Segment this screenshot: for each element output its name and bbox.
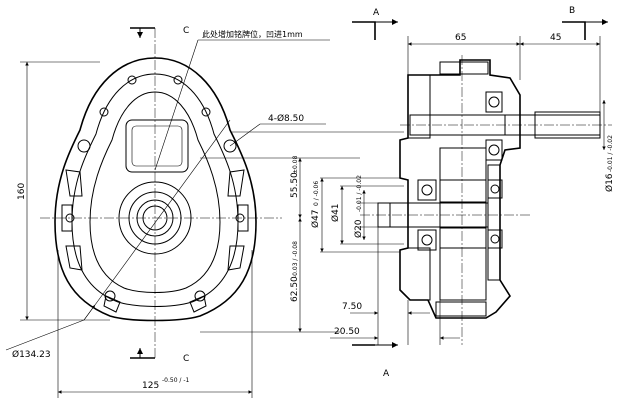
bearing: [485, 91, 503, 113]
bearing: [485, 139, 503, 161]
bore-47-tolerance: 0 / -0.06: [313, 181, 320, 206]
section-label-b: B: [569, 6, 575, 16]
shaft-16-tolerance: -0.01 / -0.02: [607, 135, 614, 172]
section-label-c-top: C: [183, 26, 189, 36]
bore-20: Ø20: [353, 219, 364, 238]
lower-tolerance: -0.03 / -0.08: [292, 241, 299, 278]
width-dimension: 125: [142, 381, 159, 391]
bolt-hole: [223, 139, 237, 153]
hole-dimension: 4-Ø8.50: [268, 113, 304, 124]
section-label-a-top: A: [373, 8, 380, 18]
bore-47: Ø47: [310, 209, 321, 228]
bolt-hole: [104, 290, 116, 302]
width-tolerance: -0.50 / -1: [162, 377, 190, 384]
shaft-16: Ø16: [604, 173, 615, 192]
bearing: [487, 179, 503, 199]
housing-section: [399, 59, 521, 319]
bearing: [417, 229, 437, 251]
upper-dimension: 55.50: [290, 172, 300, 198]
upper-tolerance: ±0.08: [292, 155, 299, 174]
dimension-7-50: 7.50: [342, 302, 362, 312]
bolt-hole: [77, 139, 91, 153]
section-view: A B A: [232, 6, 615, 379]
gear-section: [439, 147, 487, 301]
dimension-65: 65: [455, 33, 466, 43]
bore-41: Ø41: [330, 203, 341, 222]
nameplate-recess: [125, 119, 189, 173]
bolt-hole: [194, 290, 206, 302]
housing-outline: [54, 57, 257, 322]
hub-outer: [118, 181, 192, 255]
lower-dimension: 62.50: [290, 276, 300, 302]
bore-20-tolerance: -0.01 / -0.02: [356, 175, 363, 212]
section-label-a-bottom: A: [383, 369, 390, 379]
height-dimension: 160: [17, 183, 27, 200]
dimension-45: 45: [550, 33, 561, 43]
bearing: [417, 179, 437, 201]
dimension-20-50: 20.50: [334, 327, 360, 337]
circle-dimension: Ø134.23: [12, 349, 51, 360]
front-view: C C: [5, 26, 360, 398]
section-label-c-bottom: C: [183, 354, 189, 364]
bearing: [487, 229, 503, 249]
nameplate-note: 此处增加铭牌位，凹进1mm: [202, 29, 303, 39]
